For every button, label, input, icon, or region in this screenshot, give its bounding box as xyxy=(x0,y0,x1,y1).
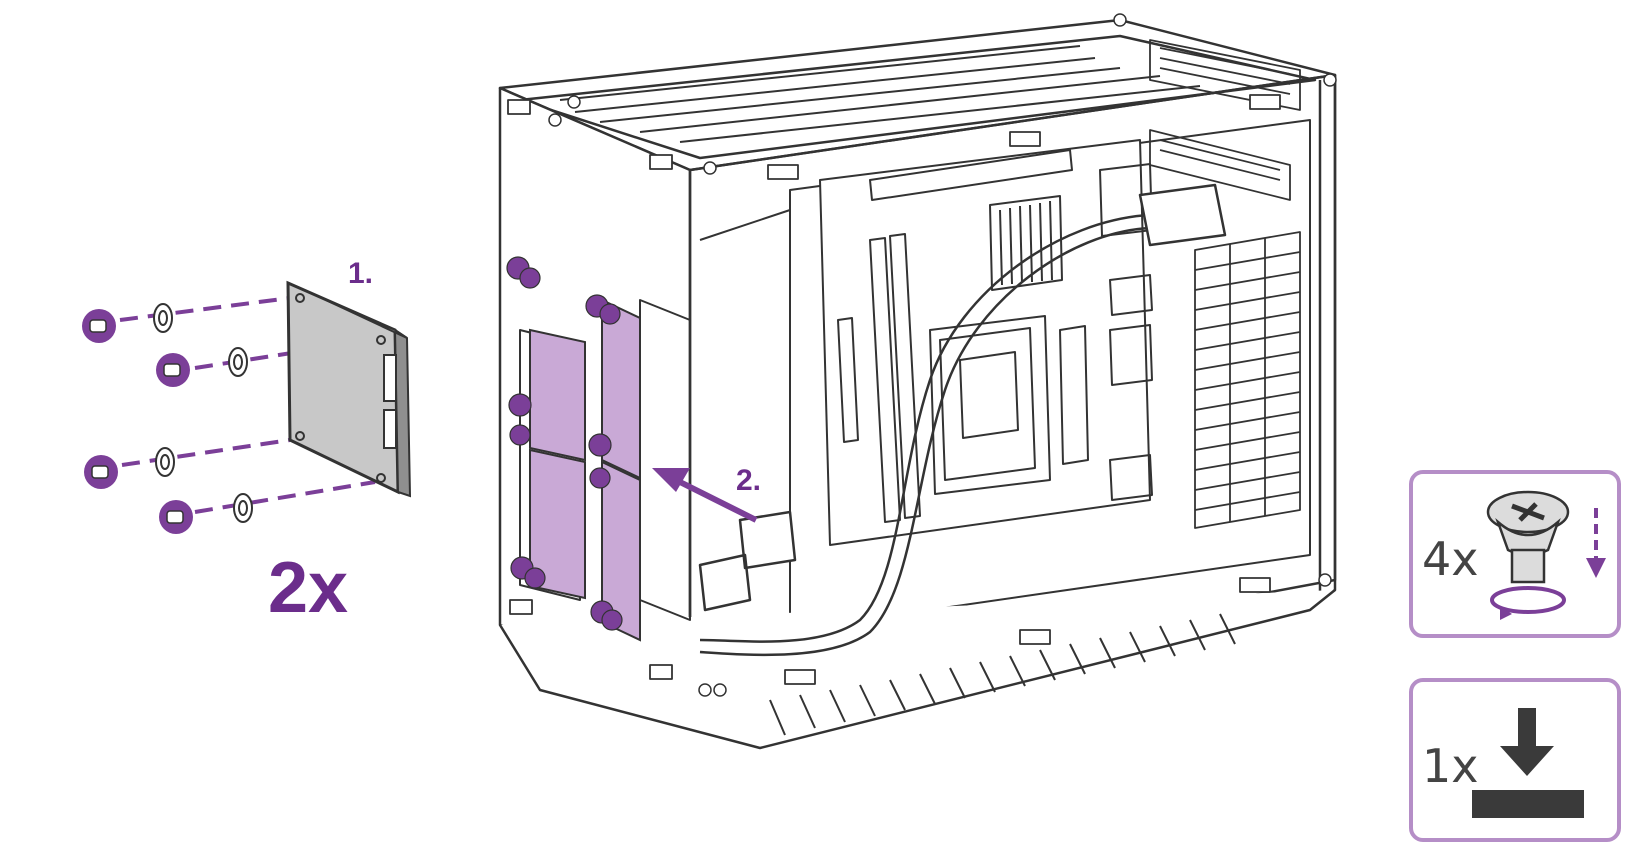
power-cable xyxy=(699,183,1227,657)
grommet-2 xyxy=(228,347,248,377)
screw-1 xyxy=(82,309,116,343)
rear-slot-grille xyxy=(1149,39,1301,201)
case-bottom xyxy=(498,589,1336,750)
screw-4 xyxy=(159,500,193,534)
mount-legend-box: 1x xyxy=(1409,678,1621,842)
screw-count: 4x xyxy=(1422,532,1479,586)
grommets xyxy=(153,303,253,523)
case-right-panel xyxy=(1318,75,1337,602)
screw-2 xyxy=(156,353,190,387)
motherboard xyxy=(819,139,1153,546)
screw-legend-box: 4x xyxy=(1409,470,1621,638)
screw-icon xyxy=(1486,490,1606,620)
screw-3 xyxy=(84,455,118,489)
cpu-socket xyxy=(929,315,1051,495)
grommet-4 xyxy=(233,493,253,523)
psu-plug xyxy=(738,510,797,570)
insert-arrow xyxy=(652,468,758,523)
install-down-arrow-icon xyxy=(1472,708,1584,818)
step-1-label: 1. xyxy=(348,257,373,290)
bottom-feet xyxy=(769,613,1236,736)
drive-assembly: 1. 2x xyxy=(82,257,412,628)
quantity-multiplier: 2x xyxy=(268,548,348,628)
side-vent-grille xyxy=(1194,231,1301,529)
top-vent-slots xyxy=(559,45,1201,143)
step-2-label: 2. xyxy=(736,464,761,497)
mount-count: 1x xyxy=(1422,739,1479,793)
screw-heads xyxy=(82,309,193,534)
frame-screws xyxy=(548,13,1337,697)
ssd-drive xyxy=(286,280,412,498)
bracket-screws xyxy=(506,256,623,631)
grommet-3 xyxy=(155,447,175,477)
grommet-1 xyxy=(153,303,173,333)
drive-brackets xyxy=(506,256,641,642)
corner-clips xyxy=(507,94,1281,685)
